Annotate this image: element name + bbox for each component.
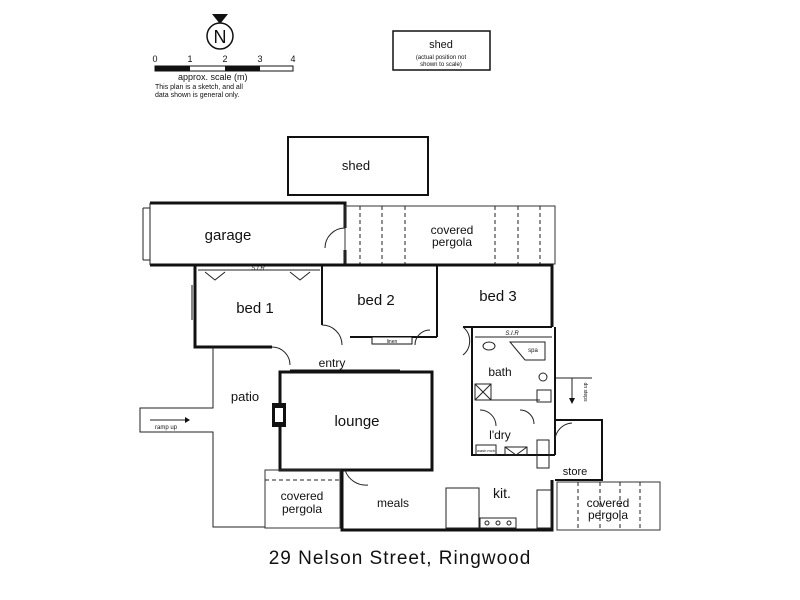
label-wash-machine: wash mch — [477, 448, 495, 453]
scale-tick-1: 1 — [187, 54, 192, 64]
room-shed: shed — [287, 136, 429, 196]
scale-tick-2: 2 — [222, 54, 227, 64]
room-label-bed3: bed 3 — [479, 288, 517, 305]
room-label-laundry: l'dry — [489, 428, 511, 442]
room-lounge: lounge — [272, 369, 434, 472]
label-sir-bed1: S.I.R — [251, 266, 265, 272]
legend-note-2: shown to scale) — [420, 62, 462, 68]
room-label-pergola-top-1: covered — [431, 223, 474, 237]
wing-bath-laundry: S.I.R spa bath l'dry wash mch — [471, 327, 556, 469]
legend-title: shed — [429, 39, 453, 51]
scale-bar: 0 1 2 3 4 approx. scale (m) This plan is… — [152, 54, 295, 99]
scale-caption: approx. scale (m) — [178, 72, 248, 82]
house-walls: linen S.I.R — [191, 263, 554, 366]
room-label-bed1: bed 1 — [236, 300, 274, 317]
area-patio: ramp up patio — [139, 347, 265, 528]
scale-note-1: This plan is a sketch, and all — [155, 84, 243, 91]
room-covered-pergola-bottom-right: covered pergola — [556, 481, 661, 531]
label-spa: spa — [528, 348, 538, 354]
room-label-pergola-bl-1: covered — [281, 489, 324, 503]
room-label-pergola-br-2: pergola — [588, 508, 628, 522]
room-label-meals: meals — [377, 496, 409, 510]
scale-note-2: data shown is general only. — [155, 92, 239, 99]
scale-tick-3: 3 — [257, 54, 262, 64]
room-label-garage: garage — [205, 227, 252, 244]
legend-note-1: (actual position not — [416, 55, 467, 61]
dn-steps: dn steps — [556, 377, 592, 404]
room-label-patio: patio — [231, 389, 259, 404]
property-address: 29 Nelson Street, Ringwood — [268, 548, 532, 569]
room-label-store: store — [563, 466, 587, 478]
room-covered-pergola-top: covered pergola — [344, 205, 556, 265]
room-garage: garage — [142, 201, 347, 267]
room-label-bed2: bed 2 — [357, 292, 395, 309]
room-label-entry: entry — [319, 356, 346, 370]
compass-north-icon: N — [206, 14, 234, 50]
label-ramp-up: ramp up — [155, 425, 178, 431]
label-linen: linen — [387, 339, 398, 345]
room-store: store — [554, 419, 603, 481]
label-dn-steps: dn steps — [582, 383, 588, 402]
room-label-kitchen: kit. — [493, 485, 511, 501]
room-label-shed: shed — [342, 158, 370, 173]
label-sir-bath: S.I.R — [505, 331, 519, 337]
room-covered-pergola-bottom-left: covered pergola — [264, 469, 341, 529]
room-kitchen-meals: meals kit. — [340, 469, 554, 532]
room-label-bath: bath — [488, 365, 511, 379]
room-label-lounge: lounge — [334, 413, 379, 430]
room-label-pergola-bl-2: pergola — [282, 502, 322, 516]
room-label-pergola-top-2: pergola — [432, 235, 472, 249]
scale-tick-4: 4 — [290, 54, 295, 64]
room-label-pergola-br-1: covered — [587, 496, 630, 510]
scale-tick-0: 0 — [152, 54, 157, 64]
shed-legend: shed (actual position not shown to scale… — [392, 30, 491, 71]
compass-letter: N — [214, 27, 227, 47]
